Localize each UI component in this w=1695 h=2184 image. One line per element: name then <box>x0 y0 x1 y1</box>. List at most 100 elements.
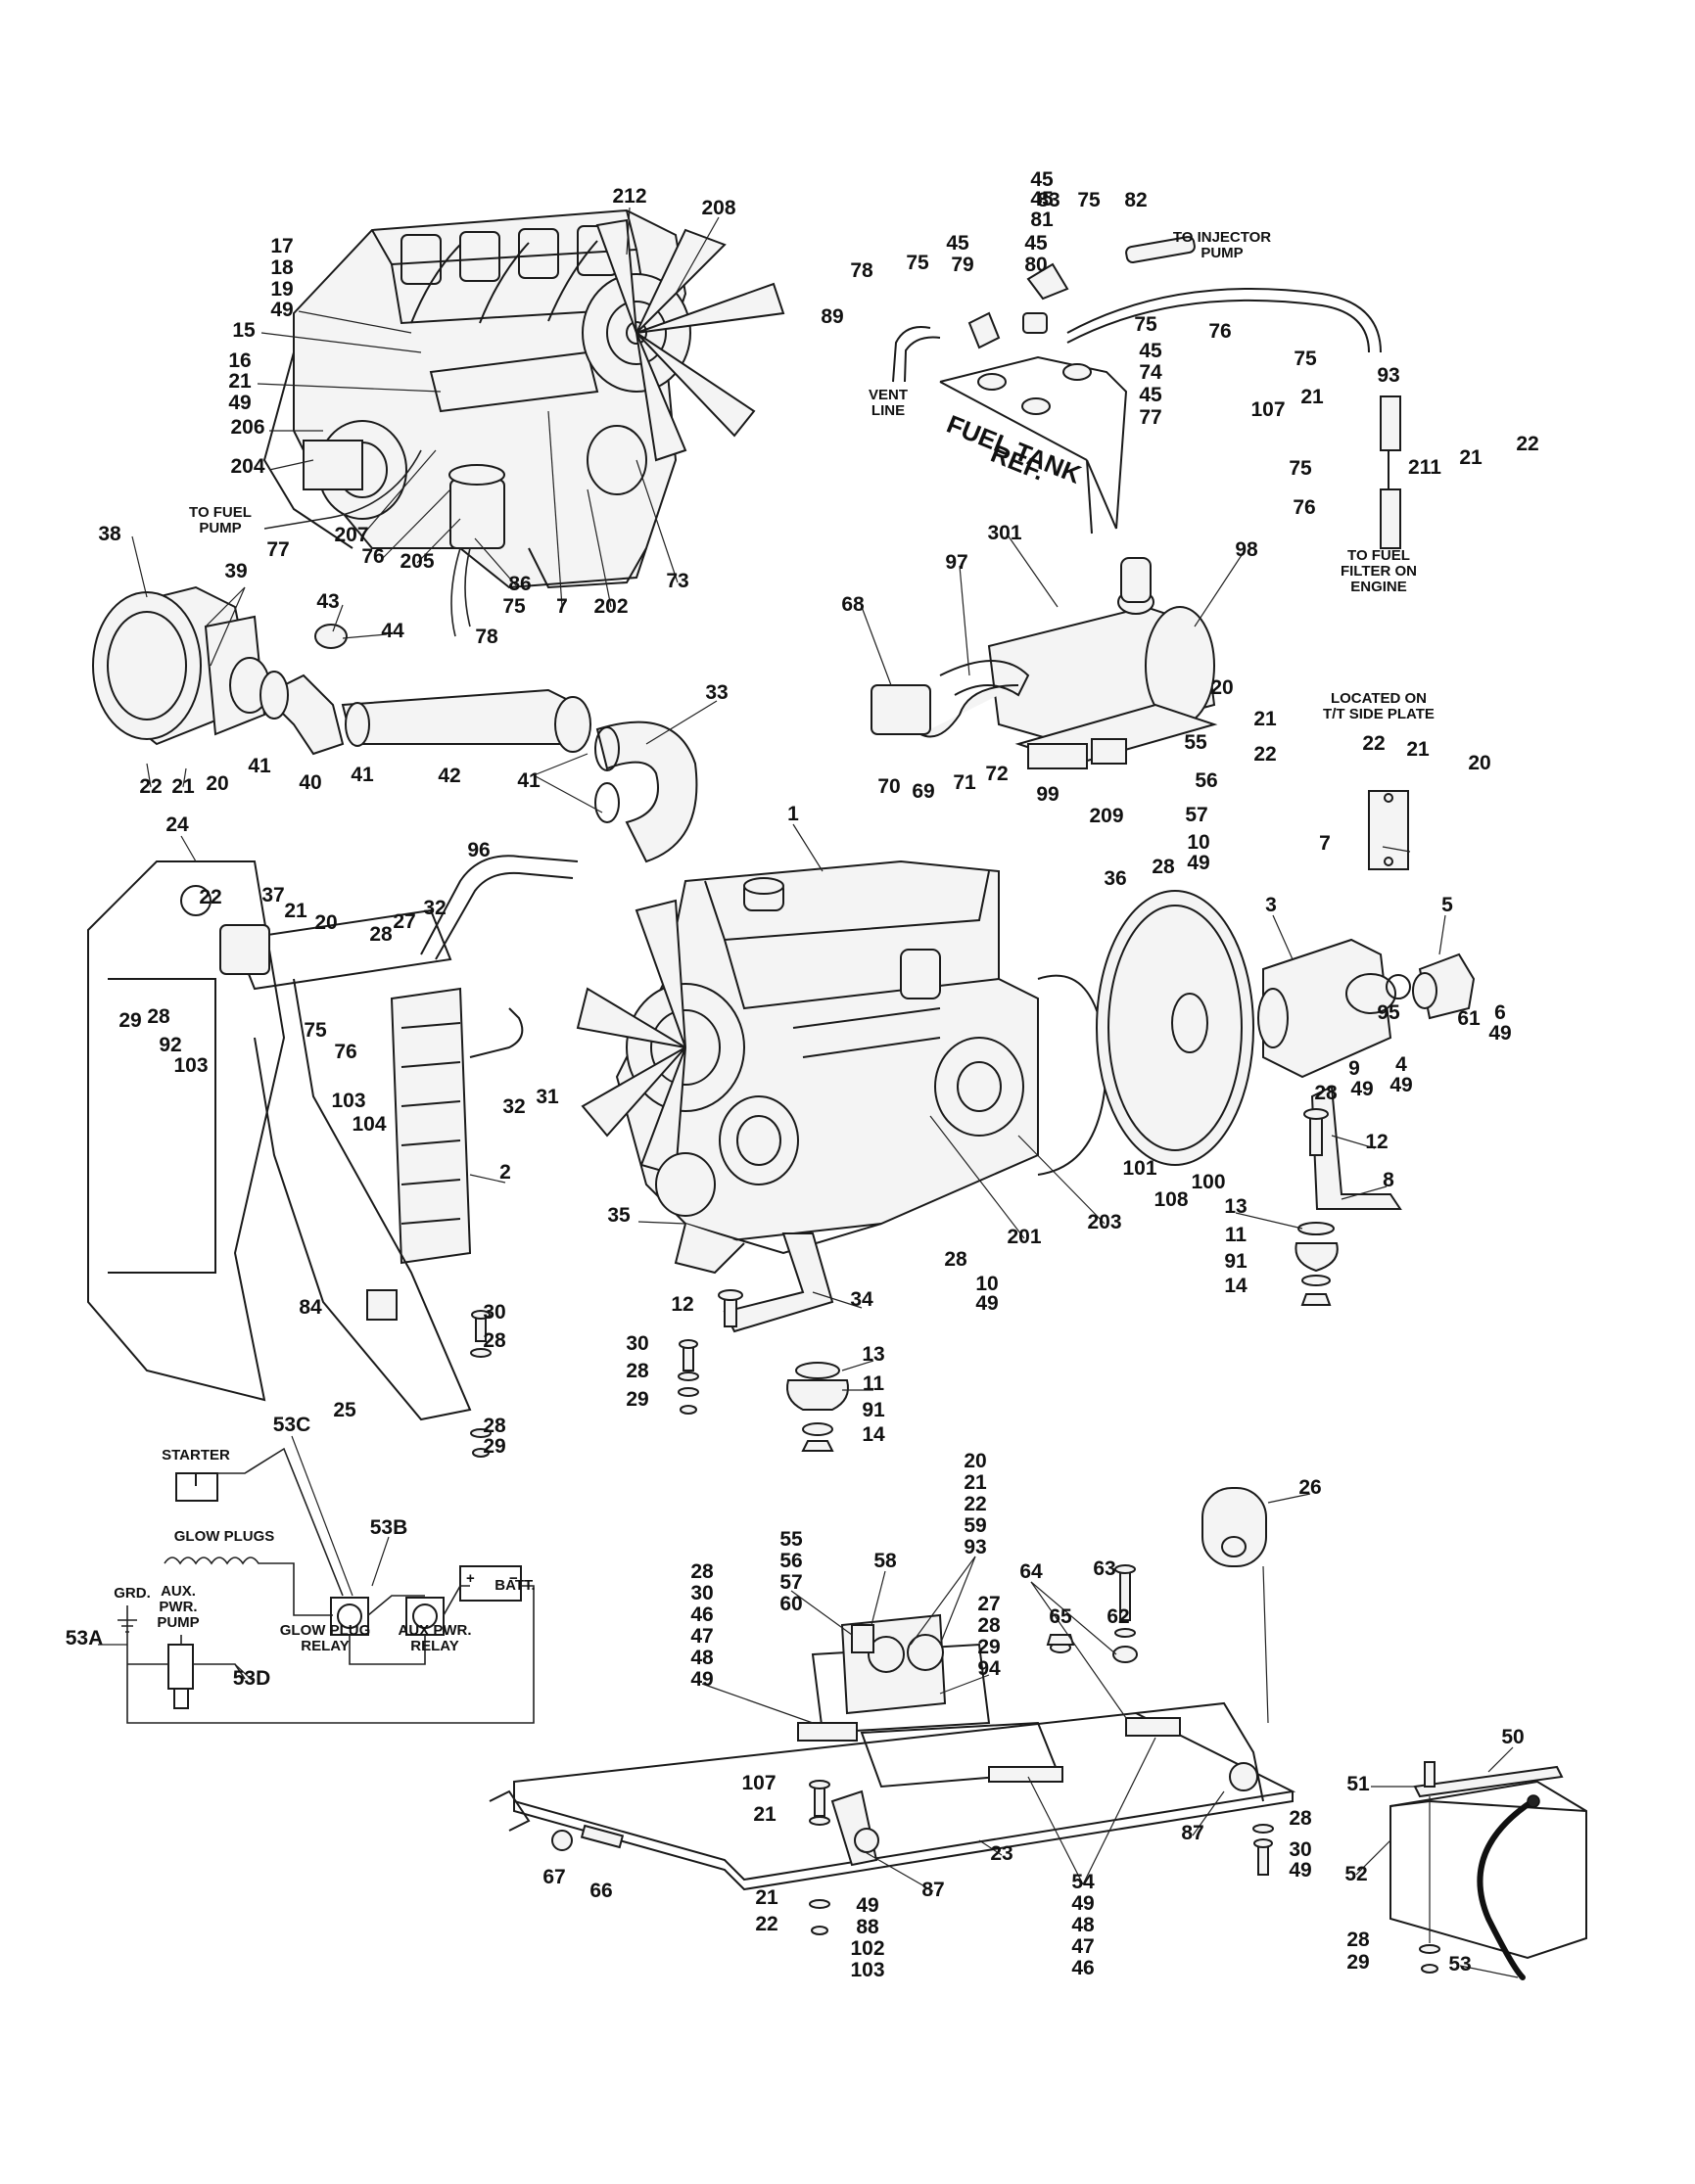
part-label-7b: 7 <box>1319 832 1331 855</box>
part-label-19: 19 <box>270 278 293 301</box>
part-label-75a: 75 <box>502 595 526 618</box>
part-label-49f: 49 <box>1350 1078 1373 1100</box>
note-aux-pwr-pump-3: PUMP <box>157 1614 199 1631</box>
part-label-30c: 30 <box>690 1582 713 1604</box>
note-glow-plugs: GLOW PLUGS <box>174 1528 275 1545</box>
note-aux-pwr-pump-2: PWR. <box>159 1599 197 1615</box>
part-label-21e: 21 <box>171 775 195 798</box>
part-label-87b: 87 <box>921 1879 944 1901</box>
part-label-61: 61 <box>1457 1007 1481 1030</box>
part-label-98: 98 <box>1235 538 1258 561</box>
part-label-40: 40 <box>299 771 321 794</box>
part-label-53D: 53D <box>233 1667 271 1690</box>
part-label-41c: 41 <box>517 769 541 792</box>
part-label-31: 31 <box>536 1086 559 1108</box>
part-label-65: 65 <box>1049 1605 1072 1628</box>
part-label-71: 71 <box>953 771 976 794</box>
part-label-53C: 53C <box>273 1414 311 1436</box>
part-label-77b: 77 <box>1139 406 1161 429</box>
canister-26 <box>1201 1487 1269 1724</box>
part-label-70: 70 <box>877 775 900 798</box>
gear-pump-5 <box>1412 953 1476 1020</box>
part-label-91b: 91 <box>862 1399 885 1421</box>
part-label-52: 52 <box>1344 1863 1367 1885</box>
part-label-30d: 30 <box>1289 1838 1311 1861</box>
part-label-44: 44 <box>381 620 404 642</box>
part-label-47a: 47 <box>690 1625 713 1648</box>
part-label-49i: 49 <box>1289 1859 1311 1882</box>
part-label-2: 2 <box>499 1161 511 1184</box>
part-label-94: 94 <box>977 1657 1001 1680</box>
hardware-63-62 <box>1046 1564 1138 1663</box>
part-label-107a: 107 <box>1250 398 1285 421</box>
part-label-49g: 49 <box>975 1292 998 1315</box>
part-label-37: 37 <box>261 884 284 906</box>
svg-text:−: − <box>509 1570 518 1587</box>
part-label-21d: 21 <box>1253 708 1277 730</box>
fuel-lines <box>892 235 1401 549</box>
part-label-20a: 20 <box>1210 676 1233 699</box>
part-label-21i: 21 <box>753 1803 777 1826</box>
part-label-75c: 75 <box>906 252 929 274</box>
part-label-66: 66 <box>589 1880 612 1902</box>
part-label-82: 82 <box>1124 189 1147 211</box>
part-label-23: 23 <box>990 1842 1012 1865</box>
part-label-17: 17 <box>270 235 293 257</box>
part-label-49a: 49 <box>270 299 293 321</box>
note-starter: STARTER <box>162 1447 230 1464</box>
part-label-15: 15 <box>232 319 256 342</box>
part-label-25: 25 <box>333 1399 356 1421</box>
part-label-104: 104 <box>352 1113 386 1136</box>
part-label-20b: 20 <box>206 772 228 795</box>
part-label-53: 53 <box>1448 1953 1471 1975</box>
part-label-50: 50 <box>1501 1726 1524 1748</box>
part-label-22f: 22 <box>964 1493 986 1515</box>
part-label-76d: 76 <box>334 1041 356 1063</box>
part-label-95: 95 <box>1377 1001 1400 1024</box>
battery-box <box>1389 1761 1587 1980</box>
part-label-36: 36 <box>1104 867 1126 890</box>
part-label-29a: 29 <box>118 1009 141 1032</box>
part-label-56b: 56 <box>779 1550 802 1572</box>
part-label-60: 60 <box>779 1593 802 1615</box>
hardware-30-28 <box>470 1310 699 1458</box>
part-label-46b: 46 <box>1071 1957 1094 1979</box>
part-label-1: 1 <box>787 803 799 825</box>
part-label-107b: 107 <box>741 1772 776 1794</box>
part-label-45c: 45 <box>946 232 969 255</box>
part-label-47b: 47 <box>1071 1935 1094 1958</box>
part-label-12b: 12 <box>671 1293 693 1316</box>
part-label-28f: 28 <box>483 1329 506 1352</box>
part-label-57a: 57 <box>1185 804 1207 826</box>
part-label-78a: 78 <box>475 626 498 648</box>
note-glow-plug-relay-2: RELAY <box>301 1638 349 1654</box>
part-label-204: 204 <box>230 455 264 478</box>
part-label-49d: 49 <box>1488 1022 1511 1045</box>
part-label-96: 96 <box>467 839 490 861</box>
part-label-22a: 22 <box>1516 433 1538 455</box>
part-label-76a: 76 <box>361 545 384 568</box>
part-label-77a: 77 <box>266 538 289 561</box>
note-vent-line-1: VENT <box>869 387 908 403</box>
part-label-68: 68 <box>841 593 865 616</box>
part-label-51: 51 <box>1346 1773 1370 1795</box>
part-label-29c: 29 <box>483 1435 505 1458</box>
part-label-43: 43 <box>316 590 339 613</box>
part-label-21g: 21 <box>284 900 307 922</box>
part-label-10b: 10 <box>975 1273 998 1295</box>
part-label-28e: 28 <box>944 1248 967 1271</box>
wiring-schematic: + − <box>118 1447 535 1724</box>
part-label-69: 69 <box>912 780 934 803</box>
part-label-13b: 13 <box>862 1343 884 1366</box>
air-cleaner <box>92 585 270 746</box>
part-label-72: 72 <box>985 763 1008 785</box>
part-label-28b: 28 <box>369 923 393 946</box>
part-label-20c: 20 <box>1468 752 1490 774</box>
part-label-13a: 13 <box>1224 1195 1247 1218</box>
part-label-20d: 20 <box>314 911 337 934</box>
part-label-49j: 49 <box>1071 1892 1094 1915</box>
part-label-21c: 21 <box>1459 446 1483 469</box>
part-label-207: 207 <box>334 524 368 546</box>
part-label-100: 100 <box>1191 1171 1225 1193</box>
